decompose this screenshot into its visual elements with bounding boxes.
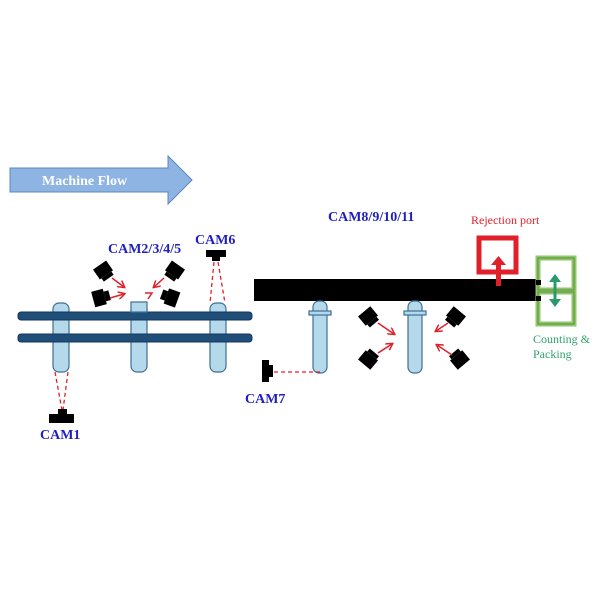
camera-icon bbox=[58, 409, 67, 415]
packing-label: Packing bbox=[533, 347, 572, 361]
cam6-label: CAM6 bbox=[195, 233, 235, 248]
cam7: CAM7 bbox=[245, 360, 320, 407]
tube bbox=[308, 300, 332, 374]
camera-icon bbox=[262, 360, 269, 382]
cam6: CAM6 bbox=[195, 233, 235, 304]
camera-icon bbox=[164, 260, 185, 282]
left-conveyor bbox=[17, 302, 253, 373]
cam2345: CAM2/3/4/5 bbox=[91, 242, 185, 313]
up-arrow-icon bbox=[491, 256, 506, 265]
rejection-port-label: Rejection port bbox=[471, 213, 540, 227]
machine-flow-label: Machine Flow bbox=[42, 174, 128, 189]
cam891011: CAM8/9/10/11 bbox=[328, 210, 470, 370]
camera-icon bbox=[448, 348, 470, 370]
camera-icon bbox=[159, 288, 181, 308]
counting-packing: Counting & Packing bbox=[533, 255, 591, 361]
transfer-belt bbox=[254, 279, 536, 301]
camera-icon bbox=[93, 260, 114, 282]
bidirectional-arrow-icon bbox=[549, 274, 561, 282]
camera-icon bbox=[444, 306, 466, 328]
camera-icon bbox=[358, 306, 380, 328]
rejection-port: Rejection port bbox=[471, 213, 540, 286]
counting-label: Counting & bbox=[533, 332, 591, 346]
tube bbox=[403, 300, 427, 374]
upper-rail bbox=[17, 311, 253, 321]
right-conveyor bbox=[254, 279, 536, 374]
cam1: CAM1 bbox=[40, 371, 80, 443]
cam2345-label: CAM2/3/4/5 bbox=[108, 242, 181, 257]
camera-icon bbox=[358, 348, 380, 370]
cam7-label: CAM7 bbox=[245, 392, 285, 407]
machine-flow-arrow: Machine Flow bbox=[9, 154, 193, 206]
lower-rail bbox=[17, 333, 253, 343]
cam1-label: CAM1 bbox=[40, 428, 80, 443]
camera-icon bbox=[206, 250, 226, 257]
tube-top bbox=[130, 301, 148, 313]
cam891011-label: CAM8/9/10/11 bbox=[328, 210, 414, 225]
camera-icon bbox=[91, 288, 111, 308]
